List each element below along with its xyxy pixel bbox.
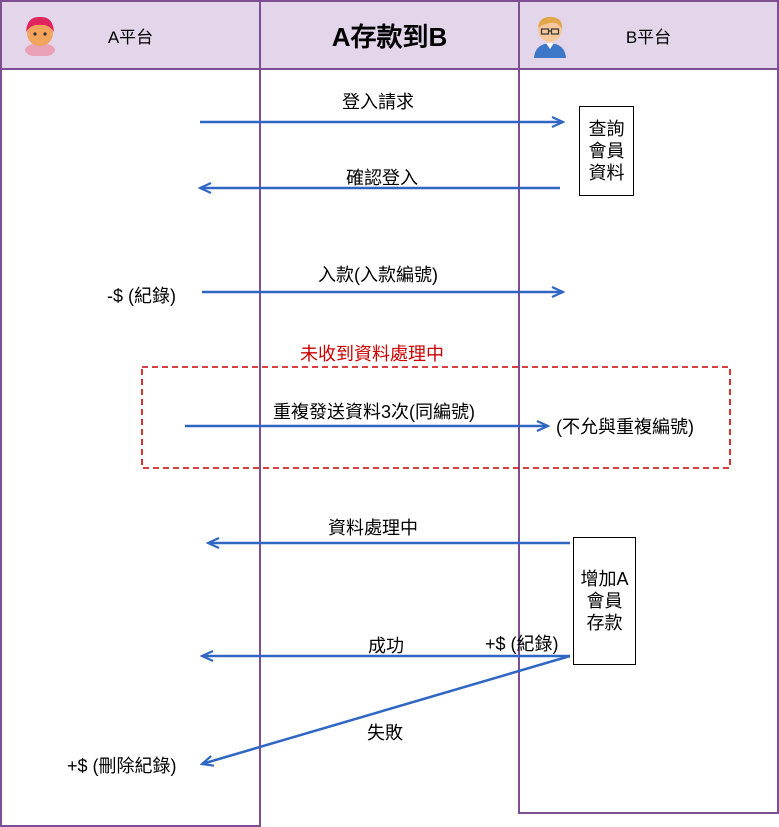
note-plus-delete-record: +$ (刪除紀錄) bbox=[67, 756, 177, 776]
box-query-line-1: 查詢 bbox=[588, 119, 625, 139]
box-deposit-line-3: 存款 bbox=[586, 613, 623, 633]
box-add-deposit: 增加A 會員 存款 bbox=[573, 537, 636, 665]
diagram-title: A存款到B bbox=[331, 21, 448, 52]
box-query-member: 查詢 會員 資料 bbox=[579, 106, 634, 196]
header-transfer: A存款到B bbox=[259, 0, 520, 70]
retry-region bbox=[141, 366, 731, 469]
female-user-icon bbox=[25, 16, 55, 56]
header-a-platform: A平台 bbox=[0, 0, 261, 70]
header-b-platform: B平台 bbox=[518, 0, 779, 70]
note-minus-record: -$ (紀錄) bbox=[107, 286, 176, 306]
box-deposit-line-1: 增加A bbox=[580, 569, 629, 589]
label-processing: 資料處理中 bbox=[328, 518, 418, 538]
male-user-icon bbox=[534, 16, 566, 58]
label-login-request: 登入請求 bbox=[342, 92, 414, 112]
label-failure: 失敗 bbox=[367, 723, 403, 743]
note-plus-record: +$ (紀錄) bbox=[485, 634, 559, 654]
box-query-line-3: 資料 bbox=[588, 163, 625, 183]
label-confirm-login: 確認登入 bbox=[346, 168, 418, 188]
note-no-duplicate: (不允與重複編號) bbox=[556, 417, 694, 437]
box-query-line-2: 會員 bbox=[588, 141, 625, 161]
header-a-title: A平台 bbox=[107, 27, 154, 47]
label-resend: 重複發送資料3次(同編號) bbox=[273, 402, 475, 422]
label-success: 成功 bbox=[368, 636, 404, 656]
arrow-failure bbox=[202, 654, 571, 764]
header-b-title: B平台 bbox=[625, 27, 672, 47]
label-deposit: 入款(入款編號) bbox=[318, 265, 438, 285]
label-not-received: 未收到資料處理中 bbox=[300, 344, 444, 364]
box-deposit-line-2: 會員 bbox=[586, 591, 623, 611]
